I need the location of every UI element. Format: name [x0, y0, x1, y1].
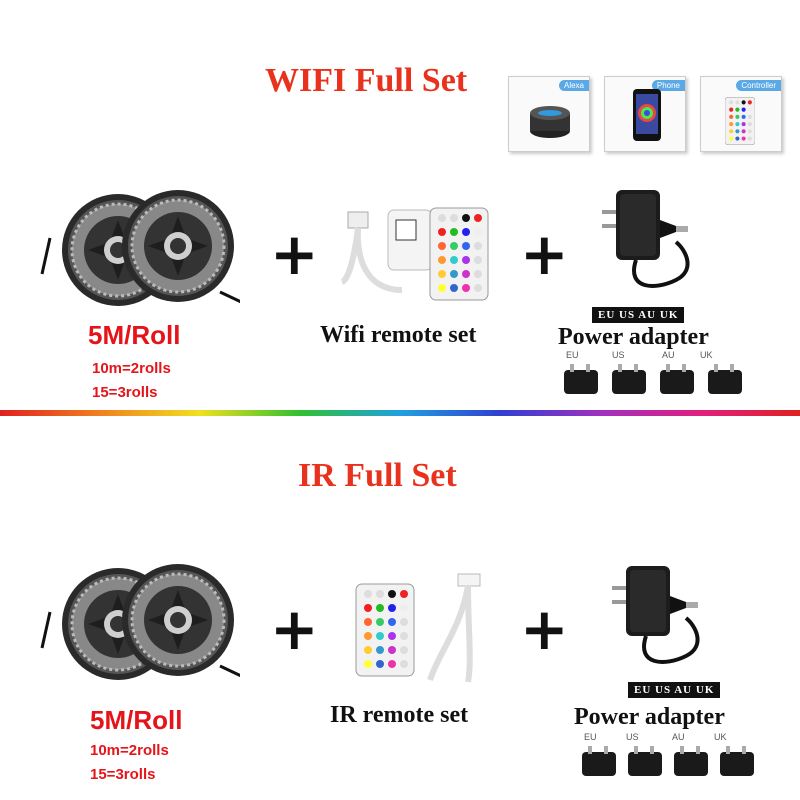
ir-controller-image: [355, 573, 481, 683]
remote-icon: [725, 97, 755, 145]
ir-section-title: IR Full Set: [298, 457, 457, 494]
wifi-roll-option-1: 10m=2rolls: [92, 360, 171, 377]
ir-roll-option-2: 15=3rolls: [90, 766, 156, 783]
led-strip-reels-image: [40, 188, 240, 308]
plug-variants: EU US AU UK: [560, 350, 760, 396]
plug-label-eu: EU: [584, 732, 597, 742]
smart-speaker-icon: [530, 106, 570, 138]
plug-icons: [582, 746, 754, 776]
wifi-roll-option-2: 15=3rolls: [92, 384, 158, 401]
ir-roll-length: 5M/Roll: [90, 705, 183, 735]
plug-label-au: AU: [662, 350, 675, 360]
plug-label-uk: UK: [700, 350, 713, 360]
plus-sign: +: [520, 220, 569, 288]
wifi-power-adapter-caption: Power adapter: [558, 324, 709, 350]
controller-card: Controller: [700, 76, 782, 152]
card-tag-phone: Phone: [651, 80, 685, 91]
led-strip-reels-image: [40, 562, 240, 682]
card-tag-alexa: Alexa: [558, 80, 589, 91]
alexa-card: Alexa: [508, 76, 590, 152]
plus-sign: +: [520, 595, 569, 663]
plug-label-us: US: [626, 732, 639, 742]
plug-icons: [564, 364, 742, 394]
plus-sign: +: [270, 595, 319, 663]
phone-icon: [633, 89, 661, 141]
wifi-controller-image: [340, 207, 489, 301]
power-adapter-image: [600, 190, 690, 288]
power-adapter-image: [610, 564, 700, 664]
ir-power-adapter-caption: Power adapter: [574, 704, 725, 730]
plug-type-tag: EU US AU UK: [628, 682, 721, 698]
plug-label-uk: UK: [714, 732, 727, 742]
rainbow-divider: [0, 410, 800, 416]
plus-sign: +: [270, 220, 319, 288]
ir-roll-option-1: 10m=2rolls: [90, 742, 169, 759]
plug-type-tag: EU US AU UK: [592, 307, 685, 323]
wifi-roll-length: 5M/Roll: [88, 320, 181, 350]
card-tag-controller: Controller: [736, 80, 781, 91]
ir-remote-set-caption: IR remote set: [330, 702, 469, 728]
plug-variants: EU US AU UK: [578, 732, 778, 778]
phone-card: Phone: [604, 76, 686, 152]
wifi-section-title: WIFI Full Set: [265, 62, 468, 99]
plug-label-eu: EU: [566, 350, 579, 360]
plug-label-us: US: [612, 350, 625, 360]
plug-label-au: AU: [672, 732, 685, 742]
wifi-remote-set-caption: Wifi remote set: [320, 322, 477, 348]
